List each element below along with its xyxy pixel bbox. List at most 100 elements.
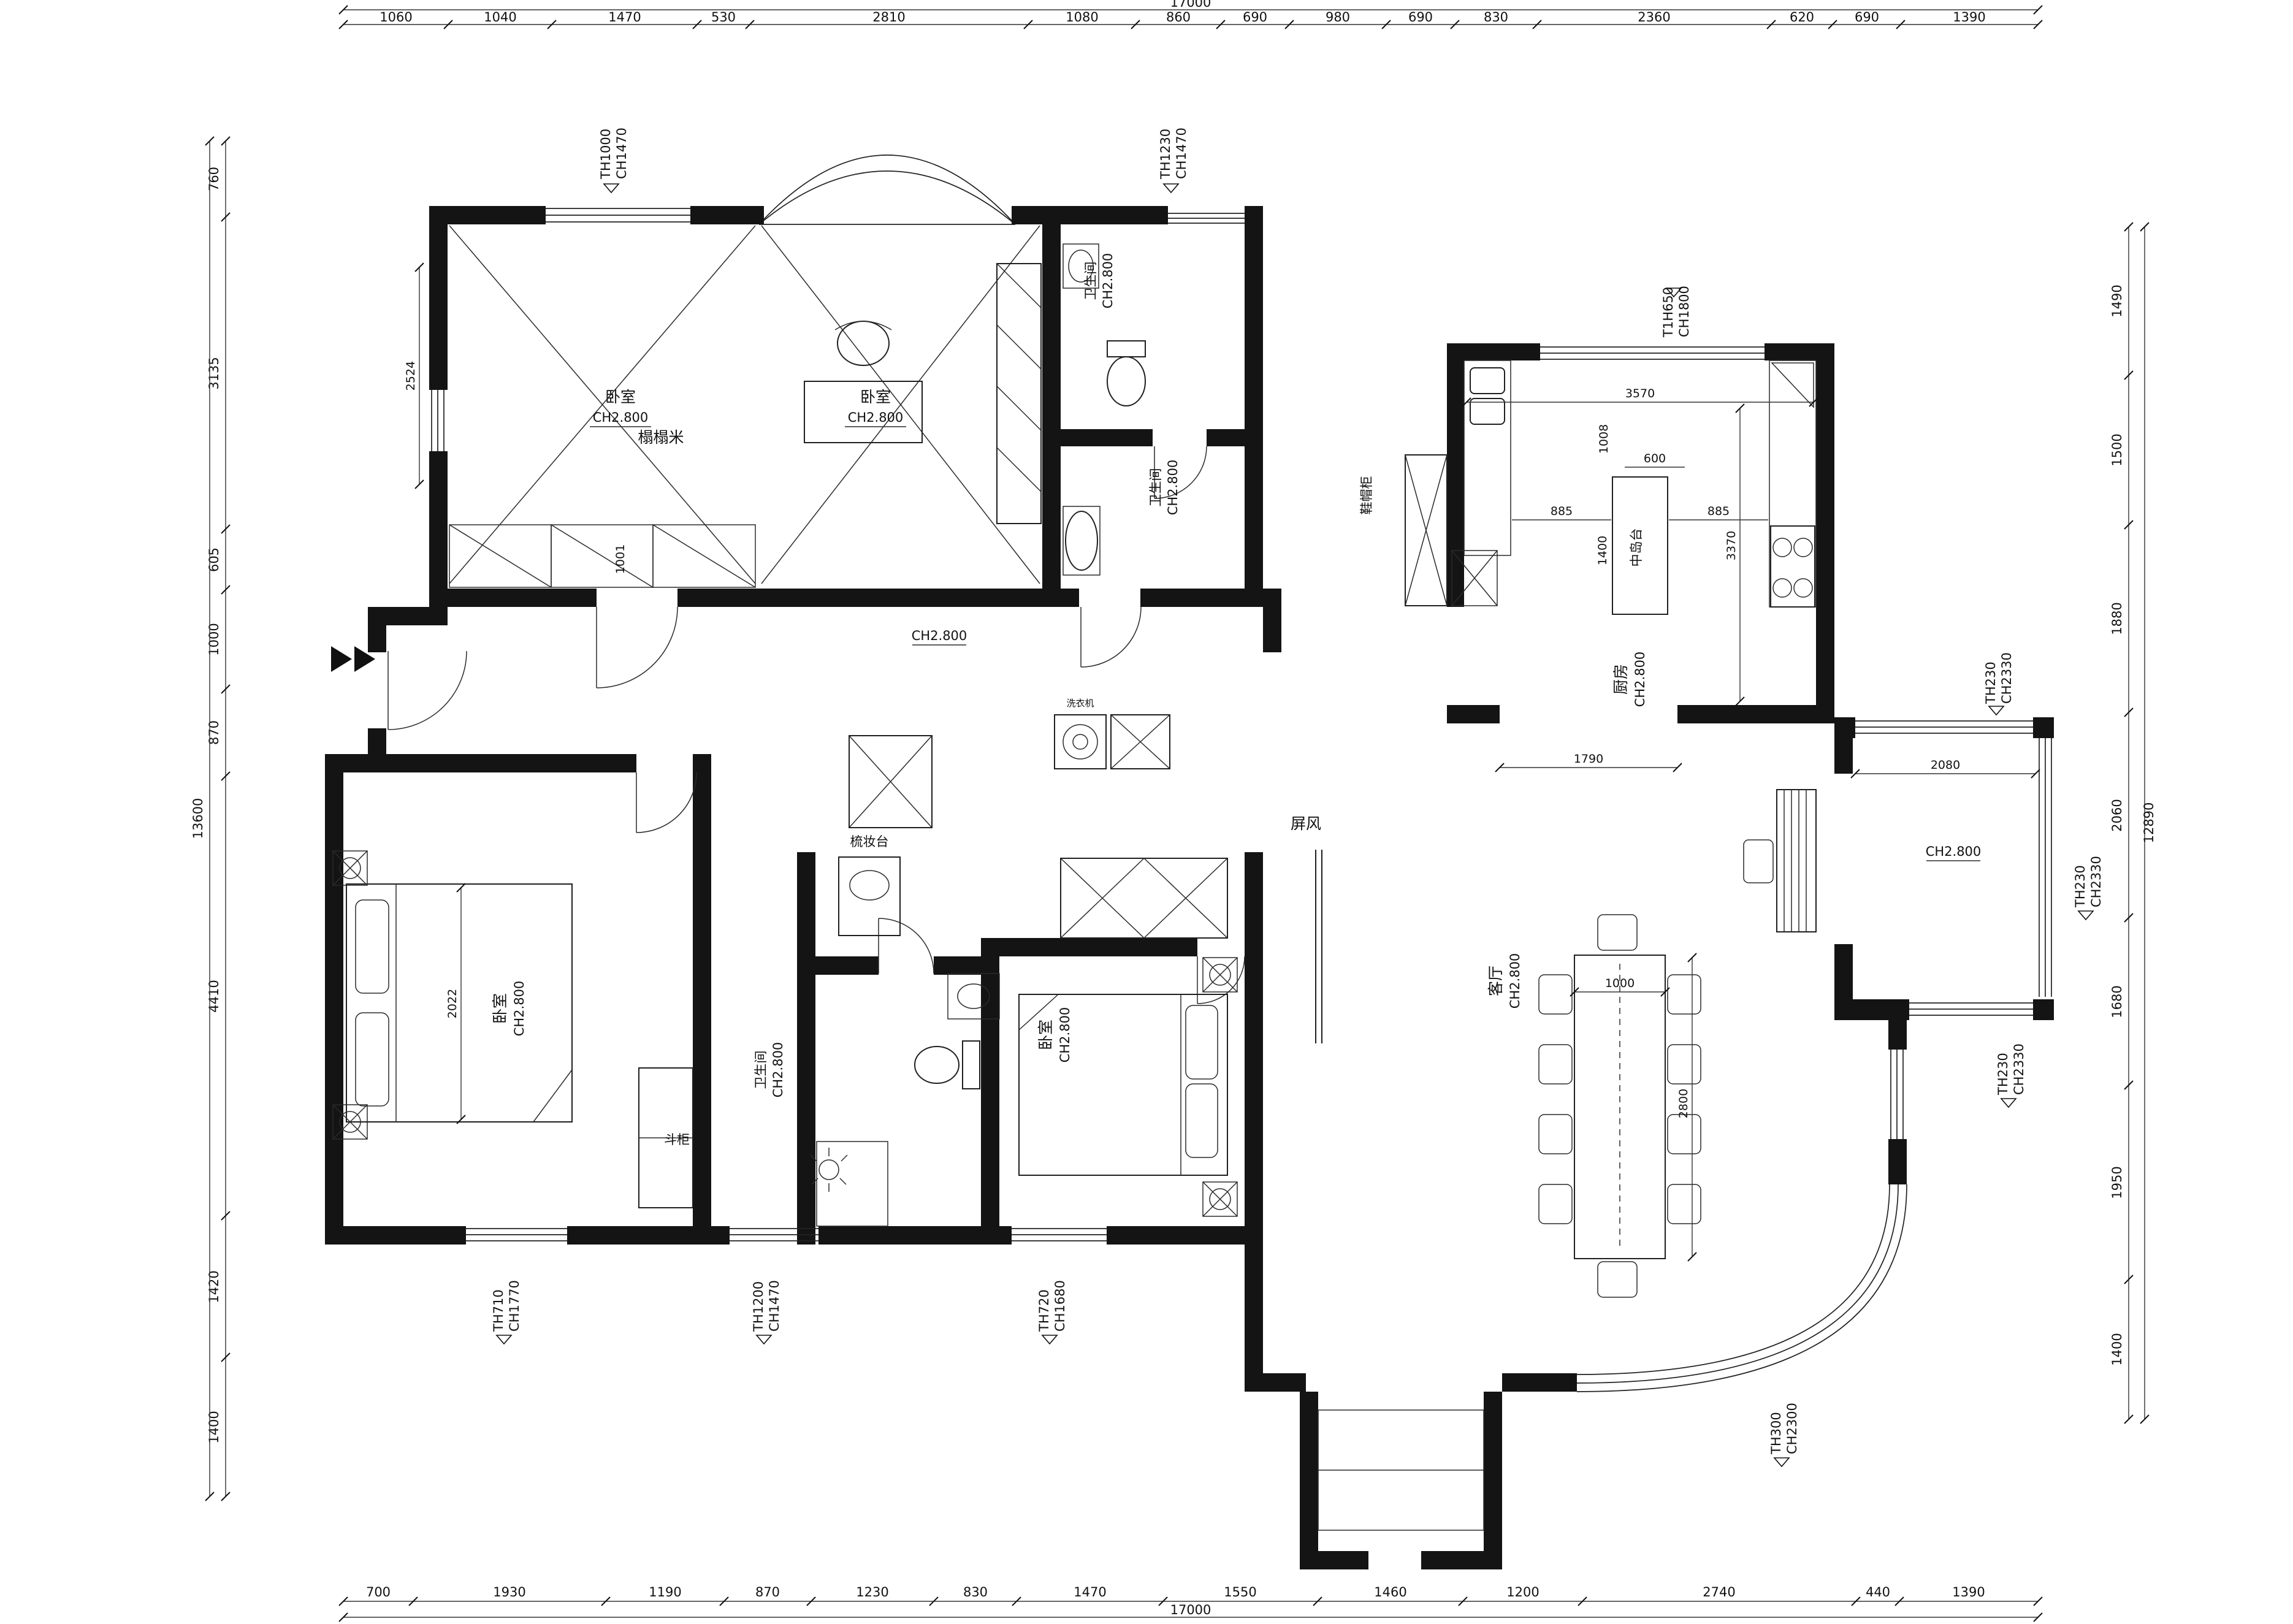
room-label-balcony: CH2.800 [1926, 844, 1981, 861]
svg-text:2740: 2740 [1703, 1585, 1735, 1599]
dim-tatami-seg: 1001 [614, 544, 627, 574]
svg-text:CH2.800: CH2.800 [593, 410, 649, 425]
svg-text:TH1230: TH1230 [1158, 129, 1173, 180]
door-arc [596, 606, 678, 688]
dim-bed-width: 2022 [446, 989, 459, 1018]
room-label-tatami-note: 榻榻米 [638, 429, 684, 446]
svg-text:CH1770: CH1770 [507, 1280, 522, 1332]
svg-text:CH2.800: CH2.800 [1508, 953, 1522, 1009]
room-label-living: 客厅 CH2.800 [1487, 953, 1522, 1009]
svg-text:鞋帽柜: 鞋帽柜 [1359, 476, 1374, 515]
svg-text:1200: 1200 [1506, 1585, 1539, 1599]
room-label-washer: 洗衣机 [1066, 698, 1094, 709]
svg-text:CH2.800: CH2.800 [512, 981, 527, 1037]
window-annotation-w1: TH1000 CH1470 [598, 128, 629, 180]
svg-text:TH300: TH300 [1769, 1412, 1784, 1455]
room-label-hallway: CH2.800 [912, 628, 967, 646]
desk [761, 225, 1040, 584]
svg-text:客厅: 客厅 [1487, 966, 1505, 996]
door-arc [387, 650, 467, 730]
dimension-chain-bottom: 700 1930 1190 870 1230 830 1470 1550 146… [338, 1585, 2043, 1622]
island-counter [1612, 476, 1668, 615]
door-arc [1197, 956, 1245, 1004]
door-arc [1080, 606, 1142, 668]
piano [1743, 789, 1817, 932]
svg-text:1390: 1390 [1952, 1585, 1985, 1599]
room-label-bedroom-left: 卧室 CH2.800 [491, 981, 527, 1037]
walls [325, 206, 2054, 1569]
wardrobe [996, 263, 1042, 524]
svg-text:CH2.800: CH2.800 [1101, 253, 1115, 309]
svg-text:CH2.800: CH2.800 [848, 410, 904, 425]
door-arc [1154, 446, 1207, 499]
room-label-island: 中岛台 [1629, 528, 1644, 567]
svg-text:CH2330: CH2330 [1999, 652, 2014, 704]
dim-island-offset: 600 [1644, 452, 1666, 465]
svg-text:CH1800: CH1800 [1677, 286, 1692, 337]
shoe-cabinet [1405, 454, 1448, 606]
svg-text:TH710: TH710 [491, 1289, 506, 1332]
dim-table-width: 1000 [1605, 977, 1635, 990]
nightstand-lamp [332, 850, 368, 886]
dim-kitchen-opening: 1790 [1574, 752, 1603, 766]
washing-machine [1054, 714, 1107, 769]
window-annotation-w7: TH300 CH2300 [1769, 1403, 1799, 1455]
svg-text:690: 690 [1408, 10, 1433, 25]
svg-text:CH1470: CH1470 [767, 1280, 782, 1332]
room-labels: 卧室 CH2.800 榻榻米 卧室 CH2.800 卫生间 CH2.800 卫生… [491, 253, 1981, 1147]
svg-text:870: 870 [755, 1585, 780, 1599]
dresser [838, 856, 901, 936]
svg-text:1080: 1080 [1066, 10, 1098, 25]
interior-dimensions: 2524 1001 3570 1008 600 885 885 1400 337… [404, 262, 2040, 1262]
svg-text:CH1680: CH1680 [1053, 1280, 1067, 1332]
svg-text:洗衣机: 洗衣机 [1066, 698, 1094, 709]
dim-island-length: 1400 [1596, 536, 1609, 565]
svg-text:TH720: TH720 [1037, 1289, 1051, 1332]
room-label-chest: 斗柜 [664, 1132, 690, 1147]
svg-text:1060: 1060 [380, 10, 412, 25]
dim-total-bottom: 17000 [1170, 1603, 1211, 1617]
nightstand-lamp [1202, 1181, 1238, 1217]
svg-text:620: 620 [1790, 10, 1814, 25]
svg-text:1930: 1930 [493, 1585, 525, 1599]
svg-text:卧室: 卧室 [1037, 1020, 1055, 1050]
svg-text:厨房: 厨房 [1612, 664, 1630, 695]
room-label-kitchen: 厨房 CH2.800 [1612, 652, 1647, 707]
dim-total-top: 17000 [1170, 0, 1211, 10]
svg-text:760: 760 [207, 167, 221, 191]
svg-text:TH230: TH230 [1996, 1053, 2010, 1096]
svg-text:卧室: 卧室 [605, 388, 636, 406]
svg-text:1950: 1950 [2110, 1166, 2124, 1199]
entry-arrow [331, 646, 375, 672]
tatami-platform [449, 225, 756, 588]
svg-text:CH1470: CH1470 [614, 128, 629, 179]
sink [947, 973, 1000, 1020]
room-label-shoe-cabinet: 鞋帽柜 [1359, 476, 1374, 515]
window-annotation-w3: T1H650 CH1800 [1661, 286, 1692, 338]
washbasin [1063, 506, 1101, 576]
room-label-bedroom-middle: 卧室 CH2.800 [1037, 1007, 1072, 1063]
svg-text:卧室: 卧室 [491, 993, 509, 1024]
cabinet [1060, 858, 1228, 939]
svg-text:2360: 2360 [1638, 10, 1670, 25]
svg-text:700: 700 [366, 1585, 391, 1599]
office-chair [834, 321, 892, 366]
svg-text:CH2330: CH2330 [2089, 856, 2104, 907]
window-annotation-w6: TH230 CH2330 [1996, 1043, 2026, 1096]
svg-text:CH2.800: CH2.800 [771, 1042, 785, 1098]
svg-text:1400: 1400 [2110, 1333, 2124, 1365]
svg-text:1550: 1550 [1224, 1585, 1256, 1599]
dim-total-right: 12890 [2142, 802, 2156, 844]
svg-text:1420: 1420 [207, 1270, 221, 1303]
dim-kitchen-inner: 1008 [1597, 424, 1611, 454]
windows [431, 154, 2052, 1392]
chest-of-drawers [638, 1067, 693, 1208]
window-annotation-w8: TH710 CH1770 [491, 1280, 522, 1332]
room-label-bathroom-top2: 卫生间 CH2.800 [1148, 460, 1180, 516]
window-annotation-w9: TH1200 CH1470 [751, 1280, 782, 1332]
svg-text:1000: 1000 [207, 623, 221, 655]
room-label-bedroom-study: 卧室 CH2.800 [845, 388, 906, 427]
furniture [332, 225, 1817, 1531]
svg-text:斗柜: 斗柜 [664, 1132, 690, 1147]
svg-text:TH1000: TH1000 [598, 129, 613, 180]
